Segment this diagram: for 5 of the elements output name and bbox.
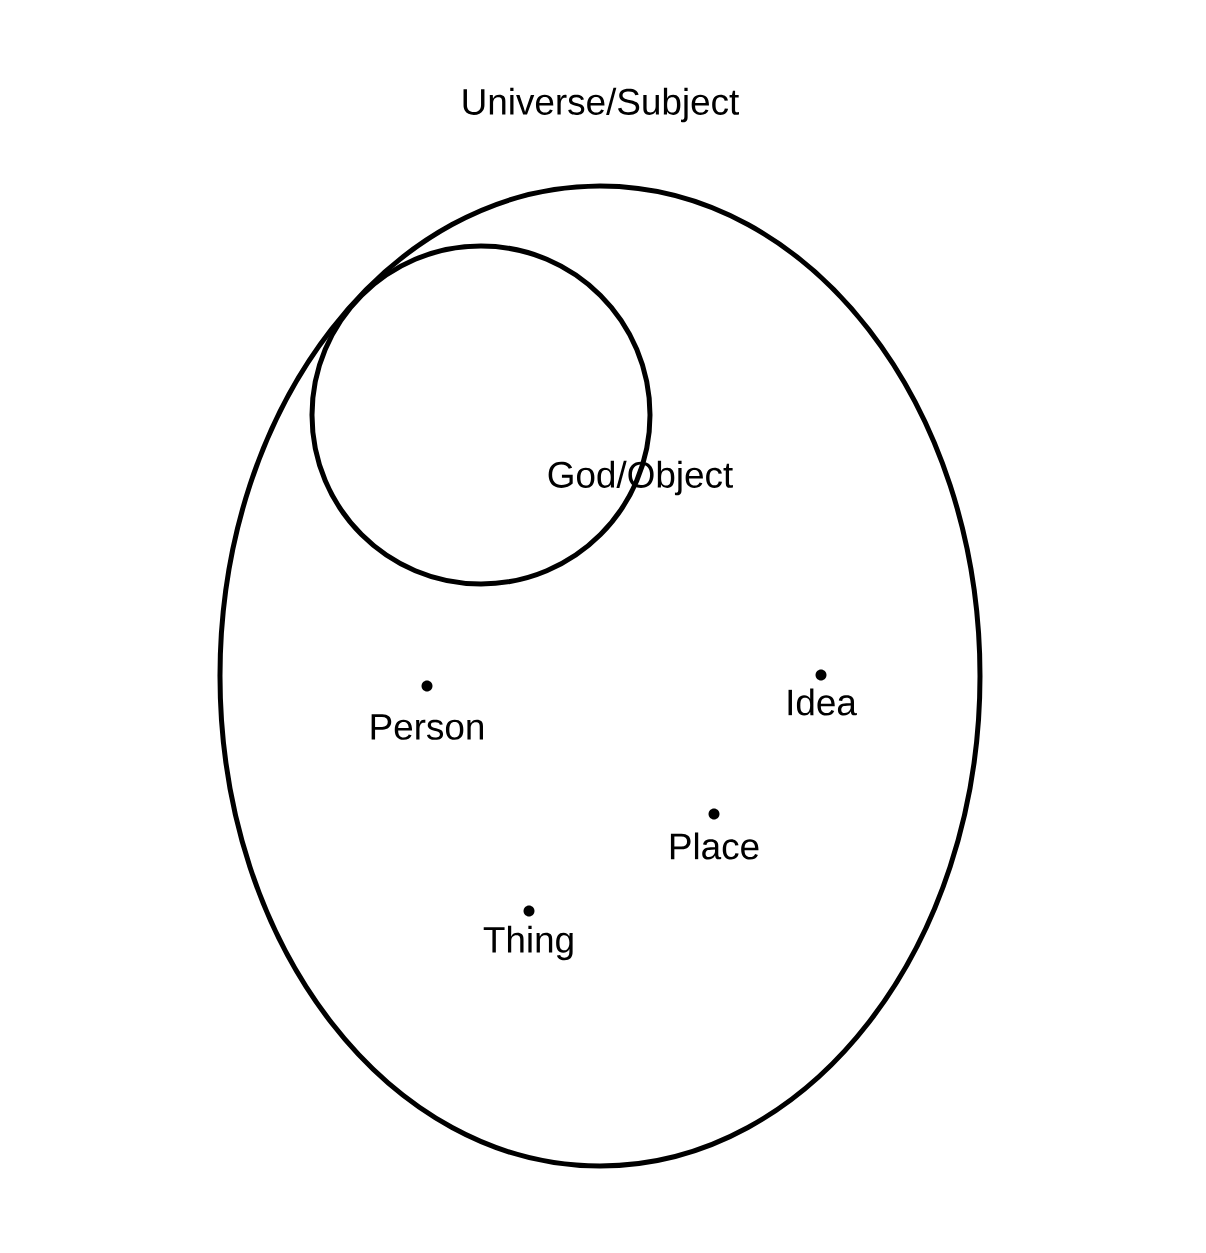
label: Place xyxy=(670,832,759,860)
label: Thing xyxy=(483,925,573,961)
label: Person xyxy=(371,714,483,740)
heading-label: Universe/Subject xyxy=(463,87,739,123)
label: Idea xyxy=(788,688,857,716)
